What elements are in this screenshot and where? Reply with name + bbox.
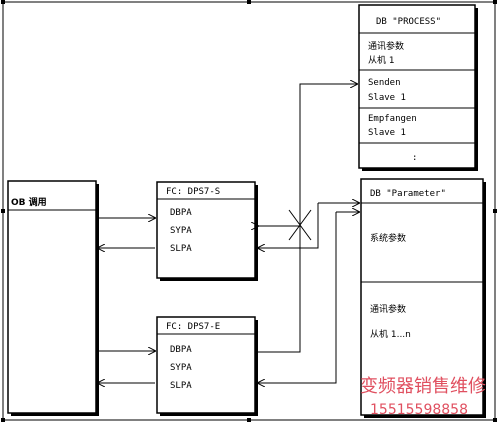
frame-handle[interactable] bbox=[247, 0, 251, 4]
frame-handle[interactable] bbox=[247, 418, 251, 422]
db-process-senden-slave: Slave 1 bbox=[368, 93, 406, 103]
frame-handle[interactable] bbox=[1, 209, 5, 213]
watermark: 变频器销售维修 15515598858 bbox=[360, 376, 486, 418]
frame-handle[interactable] bbox=[1, 0, 5, 4]
ob-block-title: OB 调用 bbox=[11, 196, 47, 208]
db-parameter-slaves: 从机 1...n bbox=[370, 328, 411, 340]
arrow-param-to-fc-s-slpa bbox=[258, 203, 319, 248]
db-process-comm-params: 通讯参数 bbox=[368, 40, 404, 52]
watermark-line1: 变频器销售维修 bbox=[360, 376, 486, 397]
line-fc-e-dbpa bbox=[258, 226, 301, 353]
frame-handle[interactable] bbox=[493, 0, 497, 4]
ob-block[interactable]: OB 调用 bbox=[7, 180, 99, 416]
fc-s-row-sypa: SYPA bbox=[170, 226, 192, 236]
fc-s-title: FC: DPS7-S bbox=[166, 187, 220, 197]
frame-handle[interactable] bbox=[493, 418, 497, 422]
db-process-title: DB "PROCESS" bbox=[376, 17, 441, 27]
fc-s-row-dbpa: DBPA bbox=[170, 208, 192, 218]
connectors bbox=[96, 84, 359, 383]
db-parameter-block[interactable]: DB "Parameter" 系统参数 通讯参数 从机 1...n bbox=[360, 178, 486, 418]
fc-s-row-slpa: SLPA bbox=[170, 244, 192, 254]
db-parameter-comm-params: 通讯参数 bbox=[370, 303, 406, 315]
db-process-empfangen: Empfangen bbox=[368, 114, 417, 124]
fc-e-row-sypa: SYPA bbox=[170, 363, 192, 373]
frame-handle[interactable] bbox=[493, 209, 497, 213]
frame-handle[interactable] bbox=[1, 418, 5, 422]
fc-e-title: FC: DPS7-E bbox=[166, 322, 220, 332]
db-process-senden: Senden bbox=[368, 78, 401, 88]
db-parameter-title: DB "Parameter" bbox=[370, 189, 446, 199]
fc-e-row-slpa: SLPA bbox=[170, 381, 192, 391]
watermark-line2: 15515598858 bbox=[370, 402, 468, 418]
db-process-ellipsis: : bbox=[412, 153, 417, 163]
fc-e-row-dbpa: DBPA bbox=[170, 345, 192, 355]
fc-dps7-e-block[interactable]: FC: DPS7-E DBPA SYPA SLPA bbox=[156, 316, 258, 416]
arrow-param-to-fc-e-slpa bbox=[258, 212, 337, 383]
db-parameter-system-params: 系统参数 bbox=[370, 232, 406, 244]
fc-dps7-s-block[interactable]: FC: DPS7-S DBPA SYPA SLPA bbox=[156, 181, 258, 281]
db-process-empfangen-slave: Slave 1 bbox=[368, 128, 406, 138]
db-process-block[interactable]: DB "PROCESS" 通讯参数 从机 1 Senden Slave 1 Em… bbox=[358, 4, 478, 171]
db-process-slave1-cn: 从机 1 bbox=[368, 54, 395, 66]
arrow-to-db-process bbox=[299, 84, 357, 226]
